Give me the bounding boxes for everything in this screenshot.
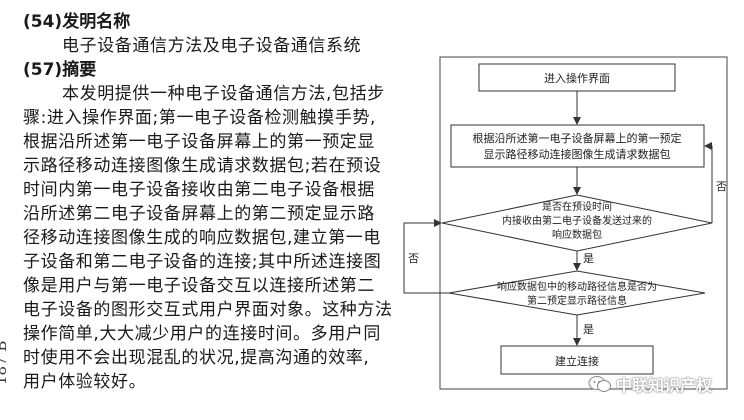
abstract-line: 根据沿所述第一电子设备屏幕上的第一预定显 (23, 132, 375, 152)
abstract-line: 本发明提供一种电子设备通信方法,包括步 (62, 84, 385, 104)
no-label-2: 否 (408, 252, 419, 265)
start-label: 进入操作界面 (544, 71, 610, 85)
abstract-line: 骤:进入操作界面;第一电子设备检测触摸手势, (23, 108, 377, 128)
decision2-line: 第二预定显示路径信息 (527, 294, 627, 307)
watermark: 中联知识产权 (588, 372, 712, 396)
end-box (500, 345, 654, 375)
invention-title: 电子设备通信方法及电子设备通信系统 (62, 36, 362, 56)
abstract-line: 操作简单,大大减少用户的连接时间。多用户同 (23, 324, 382, 344)
decision1-line: 内接收由第二电子设备发送过来的 (502, 214, 652, 227)
abstract-line: 示路径移动连接图像生成请求数据包;若在预设 (23, 156, 382, 176)
yes-label-2: 是 (583, 323, 594, 336)
step1-box (450, 124, 705, 168)
abstract-heading: (57)摘要 (23, 60, 97, 80)
no-label-1: 否 (716, 180, 727, 193)
step1-line: 根据沿所述第一电子设备屏幕上的第一预定 (473, 131, 682, 145)
watermark-text: 中联知识产权 (616, 376, 713, 395)
decision1-line: 是否在预设时间 (542, 200, 612, 213)
abstract-line: 子设备和第二电子设备的连接;其中所述连接图 (23, 252, 382, 272)
abstract-line: 用户体验较好。 (23, 372, 147, 392)
step1-line: 显示路径移动连接图像生成请求数据包 (484, 147, 671, 161)
abstract-line: 沿所述第二电子设备屏幕上的第二预定显示路 (23, 204, 375, 224)
arrow (403, 219, 449, 294)
arrow (704, 142, 713, 223)
abstract-line: 电子设备的图形交互式用户界面对象。这种方法 (23, 300, 393, 320)
end-label: 建立连接 (555, 354, 599, 368)
abstract-line: 像是用户与第一电子设备交互以连接所述第二 (23, 276, 375, 296)
abstract-line: 径移动连接图像生成的响应数据包,建立第一电 (23, 228, 382, 248)
abstract-line: 时使用不会出现混乱的状况,提高沟通的效率, (23, 348, 370, 368)
decision2-line: 响应数据包中的移动路径信息是否为 (497, 280, 657, 293)
abstract-line: 时间内第一电子设备接收由第二电子设备根据 (23, 180, 375, 200)
decision2-diamond (448, 270, 706, 316)
title-heading: (54)发明名称 (23, 12, 131, 32)
yes-label-1: 是 (583, 252, 594, 265)
wechat-icon (588, 376, 611, 392)
decision1-line: 响应数据包 (552, 228, 602, 241)
start-box (478, 63, 676, 92)
